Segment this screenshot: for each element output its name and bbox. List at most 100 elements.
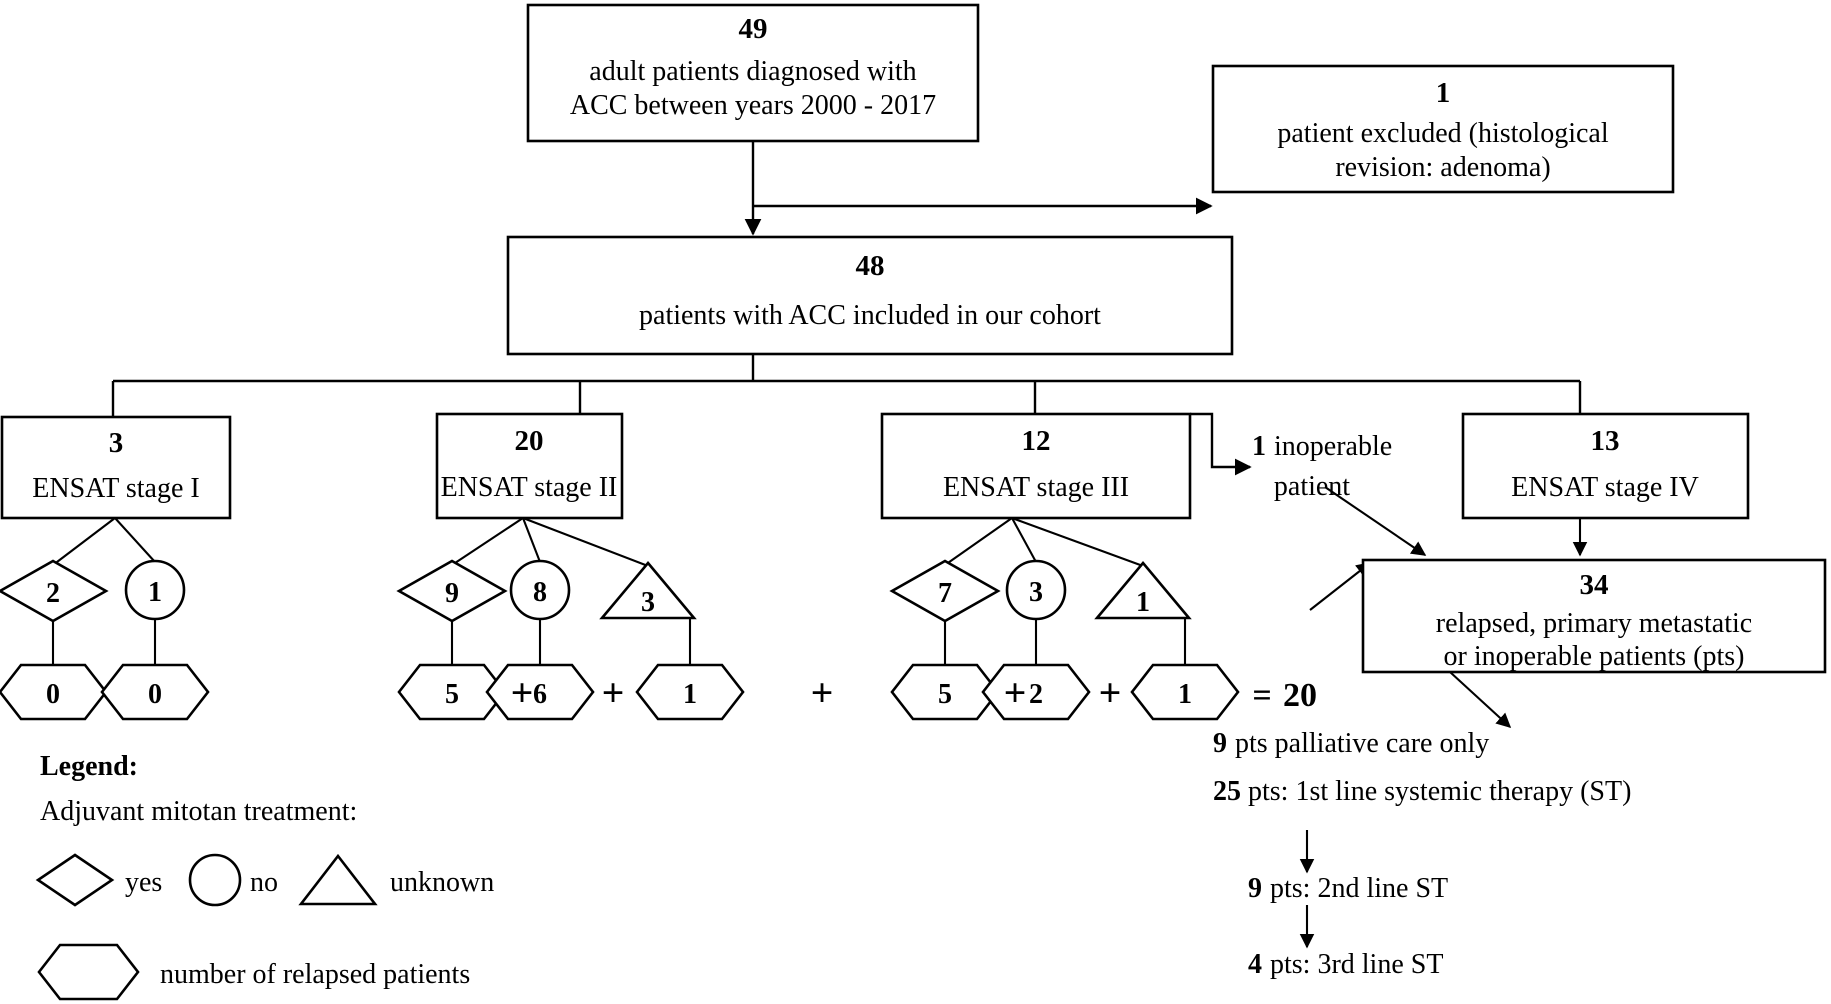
box-screened[interactable]: 49 adult patients diagnosed with ACC bet…: [526, 3, 980, 143]
stage3-hexagon-1: 2: [981, 663, 1091, 721]
stage3-shape-diamond: 7: [889, 559, 1001, 623]
connector-stage1-diamond: [52, 517, 116, 566]
stage2-diamond-value: 9: [445, 578, 459, 609]
connector-stage3-diamond: [944, 517, 1013, 566]
connector-stage2-circle: [522, 517, 541, 563]
stage2-hexagon-1: 6: [485, 663, 595, 721]
stage2-circle-value: 8: [533, 577, 547, 608]
stage1-hexagon-1: 0: [100, 663, 210, 721]
stage2-label: ENSAT stage II: [441, 472, 618, 503]
inoperable-line2: patient: [1274, 471, 1350, 502]
included-count: 48: [856, 250, 885, 282]
connector-stage3-triangle: [1011, 517, 1144, 567]
therapy-2-count: 9: [1248, 873, 1262, 904]
therapy-2-text: pts: 2nd line ST: [1270, 873, 1448, 904]
box-excluded[interactable]: 1 patient excluded (histological revisio…: [1211, 64, 1675, 194]
plus-sign-stage3-b: +: [1099, 670, 1122, 715]
stage1-circle-relapsed: 0: [148, 679, 162, 710]
connector-stage3-to-inoperable: [1190, 412, 1252, 476]
screened-count: 49: [739, 13, 768, 45]
box-stage4[interactable]: 13 ENSAT stage IV: [1461, 412, 1750, 520]
stage3-circle-value: 3: [1029, 577, 1043, 608]
stage2-triangle-relapsed: 1: [683, 679, 697, 710]
therapy-line-2: 9 pts: 2nd line ST: [1248, 873, 1448, 904]
stage1-circle-value: 1: [148, 577, 162, 608]
stage1-shape-circle: 1: [124, 559, 186, 621]
connector-stage2-triangle: [522, 517, 649, 567]
excluded-line2: revision: adenoma): [1335, 152, 1550, 183]
plus-sign-between-stages: +: [811, 670, 834, 715]
legend-triangle-label: unknown: [390, 867, 494, 898]
legend-item-hexagon: number of relapsed patients: [37, 943, 470, 1001]
stage1-diamond-relapsed: 0: [46, 679, 60, 710]
box-stage1[interactable]: 3 ENSAT stage I: [0, 415, 232, 520]
stage2-shape-circle: 8: [509, 559, 571, 621]
screened-line1: adult patients diagnosed with: [589, 56, 916, 87]
relapsed-count: 34: [1580, 569, 1609, 601]
legend-title: Legend:: [40, 751, 138, 782]
stage4-count: 13: [1591, 425, 1620, 457]
stage3-triangle-value: 1: [1136, 587, 1150, 618]
stage1-diamond-value: 2: [46, 578, 60, 609]
therapy-1-text: pts: 1st line systemic therapy (ST): [1248, 776, 1631, 807]
stage3-circle-relapsed: 2: [1029, 679, 1043, 710]
excluded-count: 1: [1436, 77, 1451, 109]
plus-sign-stage2-b: +: [602, 670, 625, 715]
therapy-line-0: 9 pts palliative care only: [1213, 728, 1489, 759]
inoperable-word: inoperable: [1274, 431, 1392, 462]
sum-expression: = 20: [1252, 677, 1317, 714]
stage3-diamond-value: 7: [938, 578, 952, 609]
legend-subtitle: Adjuvant mitotan treatment:: [40, 796, 357, 827]
stage2-diamond-relapsed: 5: [445, 679, 459, 710]
stage3-shape-triangle: 1: [1094, 560, 1192, 620]
inoperable-count: 1: [1252, 431, 1266, 462]
legend-item-diamond: yes: [35, 853, 162, 907]
relapsed-line2: or inoperable patients (pts): [1444, 641, 1745, 672]
screened-line2: ACC between years 2000 - 2017: [570, 90, 936, 121]
therapy-0-count: 9: [1213, 728, 1227, 759]
stage3-diamond-relapsed: 5: [938, 679, 952, 710]
stage1-shape-diamond: 2: [0, 559, 109, 623]
legend-circle-label: no: [250, 867, 278, 898]
stage2-count: 20: [515, 425, 544, 457]
legend: Legend: Adjuvant mitotan treatment: yes …: [35, 751, 494, 1001]
box-relapsed[interactable]: 34 relapsed, primary metastatic or inope…: [1361, 558, 1827, 674]
equals-sign: =: [1252, 677, 1271, 714]
box-included[interactable]: 48 patients with ACC included in our coh…: [506, 235, 1234, 356]
therapy-3-count: 4: [1248, 949, 1262, 980]
excluded-line1: patient excluded (histological: [1277, 118, 1608, 149]
therapy-1-count: 25: [1213, 776, 1241, 807]
connector-stage2-diamond: [451, 517, 524, 566]
legend-item-triangle: unknown: [298, 853, 494, 906]
plus-sign-stage2-a: +: [511, 670, 534, 715]
stage3-triangle-relapsed: 1: [1178, 679, 1192, 710]
stage3-hexagon-0: 5: [890, 663, 1000, 721]
included-line1: patients with ACC included in our cohort: [639, 300, 1101, 331]
stage1-count: 3: [109, 427, 124, 459]
box-stage3[interactable]: 12 ENSAT stage III: [880, 412, 1192, 520]
note-inoperable: 1 inoperable patient: [1252, 431, 1392, 502]
box-stage2[interactable]: 20 ENSAT stage II: [435, 412, 624, 520]
connector-inoperable-to-relapsed: [1324, 486, 1427, 556]
stage3-hexagon-2: 1: [1130, 663, 1240, 721]
connector-group: [51, 141, 1588, 949]
legend-item-circle: no: [188, 853, 278, 907]
legend-diamond-label: yes: [125, 867, 162, 898]
connector-stage3-circle: [1011, 517, 1037, 563]
stage4-label: ENSAT stage IV: [1511, 472, 1699, 503]
legend-hexagon-label: number of relapsed patients: [160, 959, 470, 990]
connector-stage1-circle: [114, 517, 156, 563]
therapy-line-1: 25 pts: 1st line systemic therapy (ST): [1213, 776, 1631, 807]
stage1-hexagon-0: 0: [0, 663, 108, 721]
stage2-circle-relapsed: 6: [533, 679, 547, 710]
therapy-3-text: pts: 3rd line ST: [1270, 949, 1443, 980]
stage3-shape-circle: 3: [1005, 559, 1067, 621]
stage2-shape-triangle: 3: [599, 560, 697, 620]
stage3-count: 12: [1022, 425, 1051, 457]
sum-total: 20: [1283, 677, 1317, 714]
connector-sum-to-relapsed: [1309, 562, 1372, 611]
stage1-label: ENSAT stage I: [32, 473, 199, 504]
stage2-shape-diamond: 9: [396, 559, 508, 623]
plus-sign-stage3-a: +: [1004, 670, 1027, 715]
stage2-hexagon-0: 5: [397, 663, 507, 721]
